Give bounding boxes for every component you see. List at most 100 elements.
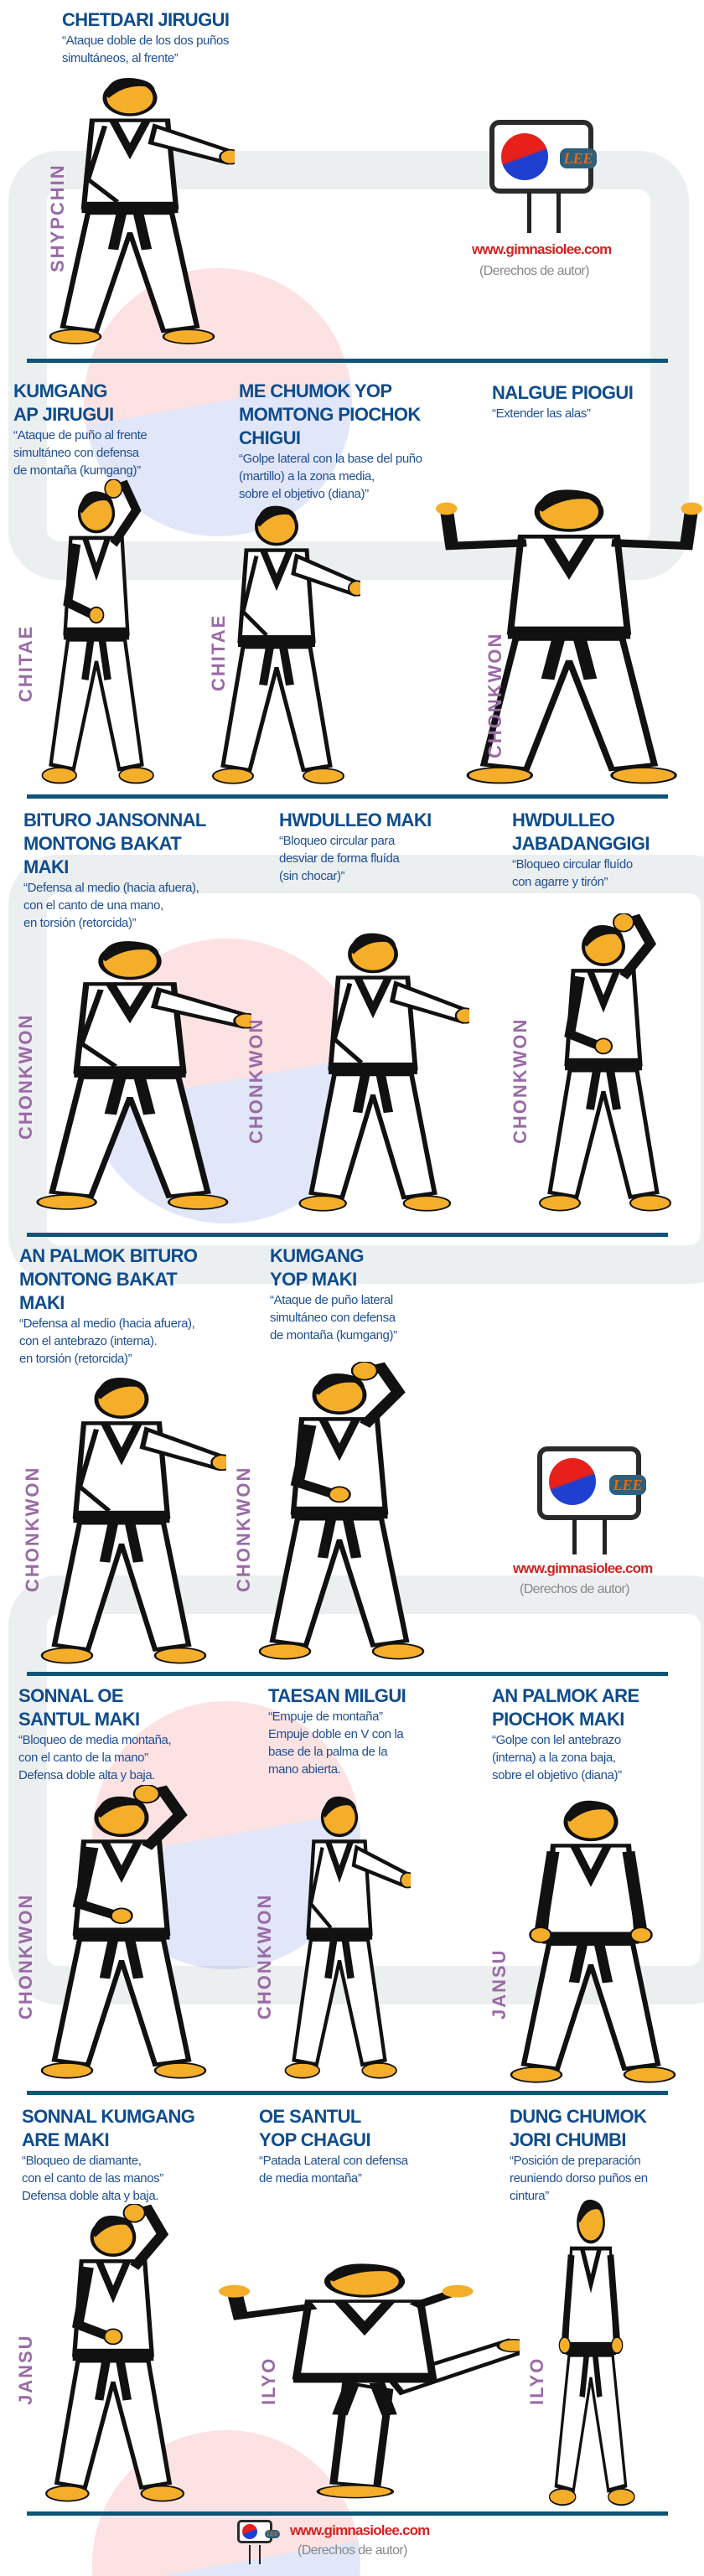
section-divider: [27, 1672, 668, 1676]
belt-end: [556, 192, 561, 233]
technique-description: con agarre y tirón”: [512, 875, 608, 889]
stance-label: CHONKWON: [233, 1466, 254, 1592]
head-icon: [534, 489, 604, 532]
stance-label: ILYO: [526, 2356, 547, 2405]
technique-title: YOP MAKI: [270, 1269, 357, 1290]
technique-title: JORI CHUMBI: [510, 2129, 626, 2150]
technique-description: “Golpe lateral con la base del puño: [239, 452, 422, 466]
stance-label: CHONKWON: [22, 1466, 43, 1592]
technique-description: sobre el objetivo (diana)”: [492, 1768, 622, 1782]
technique-title: CHIGUI: [239, 427, 301, 448]
stance-label: CHONKWON: [484, 632, 505, 758]
belt-end: [603, 1518, 607, 1554]
footer-logo: LEE: [237, 2520, 287, 2570]
technique-title: PIOCHOK MAKI: [492, 1709, 624, 1730]
head-icon: [582, 924, 625, 966]
technique-description: de montaña (kumgang)”: [270, 1328, 397, 1342]
stance-label: SHYPCHIN: [47, 163, 68, 272]
section-divider: [27, 2091, 668, 2095]
technique-description: “Patada Lateral con defensa: [259, 2154, 408, 2168]
technique-description: mano abierta.: [268, 1762, 341, 1777]
head-icon: [348, 933, 398, 974]
technique-description: “Ataque doble de los dos puños: [62, 34, 229, 48]
belt-end: [249, 2545, 251, 2564]
head-icon: [90, 2215, 137, 2257]
technique-description: simultáneo con defensa: [13, 446, 139, 460]
logo-lee-badge: LEE: [265, 2530, 280, 2538]
technique-title: OE SANTUL: [259, 2106, 361, 2127]
taeguk-emblem: [549, 1458, 596, 1505]
footer-copyright-note: (Derechos de autor): [298, 2543, 407, 2558]
technique-title: CHETDARI JIRUGUI: [62, 9, 230, 30]
karateka-illustration-icon: [436, 478, 702, 788]
technique-description: Defensa doble alta y baja.: [22, 2189, 159, 2203]
section-divider: [27, 1233, 668, 1237]
technique-title: SONNAL OE: [18, 1685, 124, 1706]
head-icon: [577, 2199, 605, 2244]
technique-title: MAKI: [19, 1292, 65, 1313]
karateka-illustration-icon: [25, 2203, 201, 2506]
karateka-illustration-icon: [277, 922, 477, 1215]
technique-title: AN PALMOK ARE: [492, 1685, 639, 1706]
head-icon: [102, 77, 158, 116]
technique-title: AN PALMOK BITURO: [19, 1245, 198, 1266]
technique-title: MONTONG BAKAT: [19, 1269, 178, 1290]
technique-description: “Defensa al medio (hacia afuera),: [23, 881, 199, 895]
technique-description: (martillo) a la zona media,: [239, 469, 375, 484]
technique-description: base de la palma de la: [268, 1745, 388, 1759]
technique-title: NALGUE PIOGUI: [492, 382, 634, 403]
technique-description: en torsión (retorcida)”: [23, 916, 137, 930]
footer-website-url[interactable]: www.gimnasiolee.com: [290, 2522, 430, 2538]
technique-description: Defensa doble alta y baja.: [18, 1768, 156, 1782]
head-icon: [563, 1800, 619, 1842]
gym-logo: LEE: [537, 1446, 646, 1560]
technique-description: de montaña (kumgang)”: [13, 463, 141, 478]
technique-description: cintura”: [510, 2189, 549, 2203]
website-url[interactable]: www.gimnasiolee.com: [472, 241, 612, 257]
stance-label: CHITAE: [15, 624, 36, 702]
technique-description: “Bloqueo circular fluído: [512, 857, 633, 872]
technique-description: reuniendo dorso puños en: [510, 2171, 648, 2185]
technique-description: con el antebrazo (interna).: [19, 1334, 158, 1348]
section-divider: [27, 359, 668, 363]
belt-end: [572, 1518, 577, 1554]
stance-label: CHITAE: [208, 613, 229, 691]
head-icon: [98, 941, 162, 980]
technique-description: con el canto de la mano”: [18, 1751, 148, 1765]
technique-description: (interna) a la zona baja,: [492, 1751, 616, 1765]
technique-title: KUMGANG: [270, 1245, 365, 1266]
technique-title: BITURO JANSONNAL: [23, 810, 206, 830]
technique-description: “Empuje de montaña”: [268, 1710, 383, 1724]
head-icon: [320, 1796, 359, 1838]
belt-end: [527, 192, 531, 233]
head-icon: [94, 1377, 149, 1419]
karateka-illustration-icon: [520, 913, 687, 1215]
copyright-note: (Derechos de autor): [520, 1582, 629, 1596]
website-url[interactable]: www.gimnasiolee.com: [513, 1560, 653, 1576]
stance-label: CHONKWON: [254, 1893, 275, 2020]
technique-description: con el canto de las manos”: [22, 2171, 163, 2185]
technique-title: SANTUL MAKI: [18, 1709, 140, 1730]
head-icon: [324, 2263, 406, 2298]
karateka-illustration-icon: [8, 930, 261, 1213]
technique-title: TAESAN MILGUI: [268, 1685, 406, 1706]
technique-description: “Posición de preparación: [510, 2154, 641, 2168]
section-divider: [27, 2511, 668, 2516]
technique-title: YOP CHAGUI: [259, 2129, 371, 2150]
technique-title: SONNAL KUMGANG: [22, 2106, 195, 2127]
taeguk-emblem: [242, 2524, 257, 2539]
technique-title: HWDULLEO MAKI: [279, 810, 432, 830]
stance-label: JANSU: [15, 2334, 36, 2405]
technique-block: TAESAN MILGUI“Empuje de montaña”Empuje d…: [268, 1684, 406, 1778]
logo-lee-badge: LEE: [560, 148, 597, 168]
stance-label: CHONKWON: [15, 1893, 36, 2020]
karateka-illustration-icon: [536, 2187, 645, 2510]
stance-label: CHONKWON: [510, 1017, 531, 1144]
